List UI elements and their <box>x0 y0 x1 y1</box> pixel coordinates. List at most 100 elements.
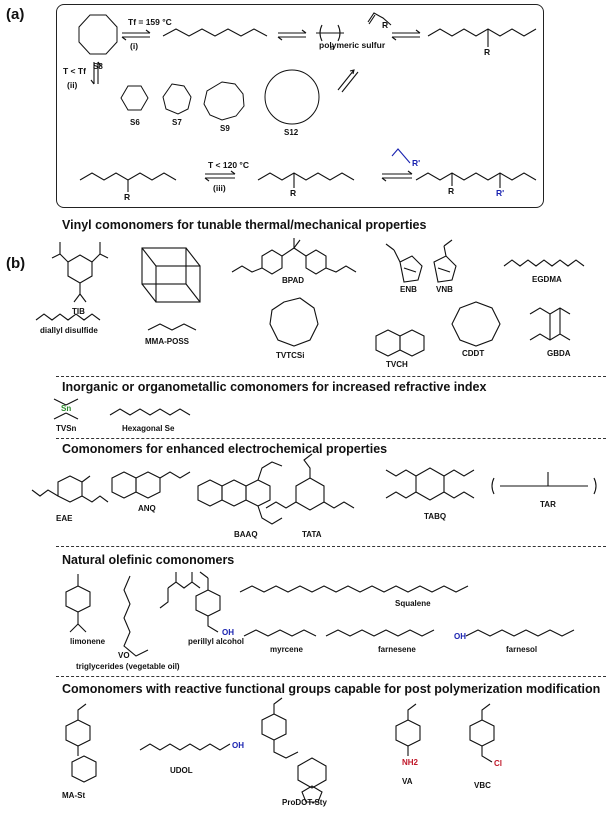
tib-label: TIB <box>72 307 85 316</box>
panel-a-scheme <box>78 12 537 192</box>
udol-label: UDOL <box>170 766 193 775</box>
farnesol-label: farnesol <box>506 645 538 654</box>
final-r-label: R <box>448 186 455 196</box>
s9-ring <box>203 81 245 121</box>
mma-poss-structure <box>141 247 201 331</box>
section-inorganic-structures <box>53 398 191 420</box>
divider-4 <box>56 676 606 677</box>
section-inorganic-title: Inorganic or organometallic comonomers f… <box>62 380 487 394</box>
s6-label: S6 <box>130 118 140 127</box>
tata-label: TATA <box>302 530 322 539</box>
s9-label: S9 <box>220 124 230 133</box>
cddt-structure <box>451 301 501 347</box>
step-ii-label: (ii) <box>67 80 78 90</box>
divider-1 <box>56 376 606 377</box>
divider-2 <box>56 438 606 439</box>
s8-ring <box>78 14 118 55</box>
equilibrium-arrow-diagonal <box>337 69 359 93</box>
udol-structure <box>139 743 231 751</box>
sn-atom: Sn <box>61 404 72 413</box>
equilibrium-arrow-vinyl <box>391 29 421 41</box>
vbc-label: VBC <box>474 781 491 790</box>
tvch-structure <box>375 329 425 357</box>
anq-structure <box>111 471 191 499</box>
section-electrochemical-title: Comonomers for enhanced electrochemical … <box>62 442 388 456</box>
bpad-structure <box>231 238 357 275</box>
equilibrium-arrow-ii <box>90 61 102 85</box>
hexagonal-se-structure <box>109 408 191 416</box>
divider-3 <box>56 546 606 547</box>
section-natural-structures <box>65 571 575 657</box>
r-label: R <box>382 20 389 30</box>
vnb-structure <box>433 239 457 283</box>
section-reactive-structures <box>65 697 495 803</box>
tvsn-label: TVSn <box>56 424 77 433</box>
s7-ring <box>162 83 192 115</box>
tabq-structure <box>385 467 475 501</box>
cl-atom: Cl <box>494 759 502 768</box>
step-i-label: (i) <box>130 41 139 51</box>
ma-st-structure <box>65 703 97 783</box>
bottom-r-label: R <box>124 192 131 202</box>
tvtcsi-label: TVTCSi <box>276 351 305 360</box>
equilibrium-arrow-polymeric <box>277 29 307 41</box>
section-natural-title: Natural olefinic comonomers <box>62 553 235 567</box>
farnesol-structure <box>465 629 575 637</box>
perillyl-alcohol-label: perillyl alcohol <box>188 637 245 646</box>
s12-label: S12 <box>284 128 299 137</box>
bottom-r-label-2: R <box>290 188 297 198</box>
panel-b-label: (b) <box>6 255 26 272</box>
tata-structure <box>265 453 355 511</box>
equilibrium-arrow-iii <box>204 170 236 182</box>
ma-st-label: MA-St <box>62 791 86 800</box>
tvtcsi-structure <box>269 297 319 347</box>
oh-atom: OH <box>232 741 244 750</box>
myrcene-structure <box>243 629 317 637</box>
terpolymer-product <box>415 172 537 181</box>
prodot-sty-label: ProDOT-Sty <box>282 798 327 807</box>
tvch-label: TVCH <box>386 360 408 369</box>
limonene-label: limonene <box>70 637 106 646</box>
equilibrium-arrow-final <box>381 170 413 182</box>
eae-structure <box>31 475 109 503</box>
copolymer-radical <box>257 172 355 181</box>
squalene-structure <box>239 585 469 593</box>
s7-label: S7 <box>172 118 182 127</box>
tar-structure <box>491 472 597 495</box>
triglycerides-label: triglycerides (vegetable oil) <box>76 662 180 671</box>
s8-label: S8 <box>93 62 103 71</box>
vinyl-monomer <box>367 12 392 26</box>
section-vinyl-title: Vinyl comonomers for tunable thermal/mec… <box>62 218 427 232</box>
equilibrium-arrow-i <box>121 29 151 41</box>
limonene-structure <box>65 574 91 633</box>
copolymer-start <box>79 172 177 181</box>
tar-label: TAR <box>540 500 556 509</box>
section-vinyl-structures <box>35 238 585 357</box>
s12-ring <box>264 69 320 125</box>
vo-label: VO <box>118 651 130 660</box>
tib-structure <box>51 242 109 303</box>
product-r-label: R <box>484 47 491 57</box>
nh2-atom: NH2 <box>402 758 419 767</box>
baaq-label: BAAQ <box>234 530 258 539</box>
egdma-structure <box>503 259 585 267</box>
va-label: VA <box>402 777 413 786</box>
linear-s8-chain <box>162 28 268 37</box>
tabq-label: TABQ <box>424 512 447 521</box>
polymeric-sulfur-structure <box>316 24 344 42</box>
tvsn-structure <box>53 398 79 420</box>
n-subscript: n <box>330 45 335 52</box>
egdma-label: EGDMA <box>532 275 562 284</box>
diallyl-disulfide-label: diallyl disulfide <box>40 326 98 335</box>
step-iii-label: (iii) <box>213 183 226 193</box>
s6-ring <box>120 85 149 111</box>
prodot-sty-structure <box>261 697 327 803</box>
vbc-structure <box>469 703 495 763</box>
perillyl-oh-atom: OH <box>222 628 234 637</box>
farnesene-structure <box>325 629 435 637</box>
polymeric-sulfur-label: polymeric sulfur <box>319 40 386 50</box>
cddt-label: CDDT <box>462 349 485 358</box>
tf-condition: Tf = 159 °C <box>128 17 172 27</box>
section-electrochemical-structures <box>31 453 597 525</box>
anq-label: ANQ <box>138 504 156 513</box>
